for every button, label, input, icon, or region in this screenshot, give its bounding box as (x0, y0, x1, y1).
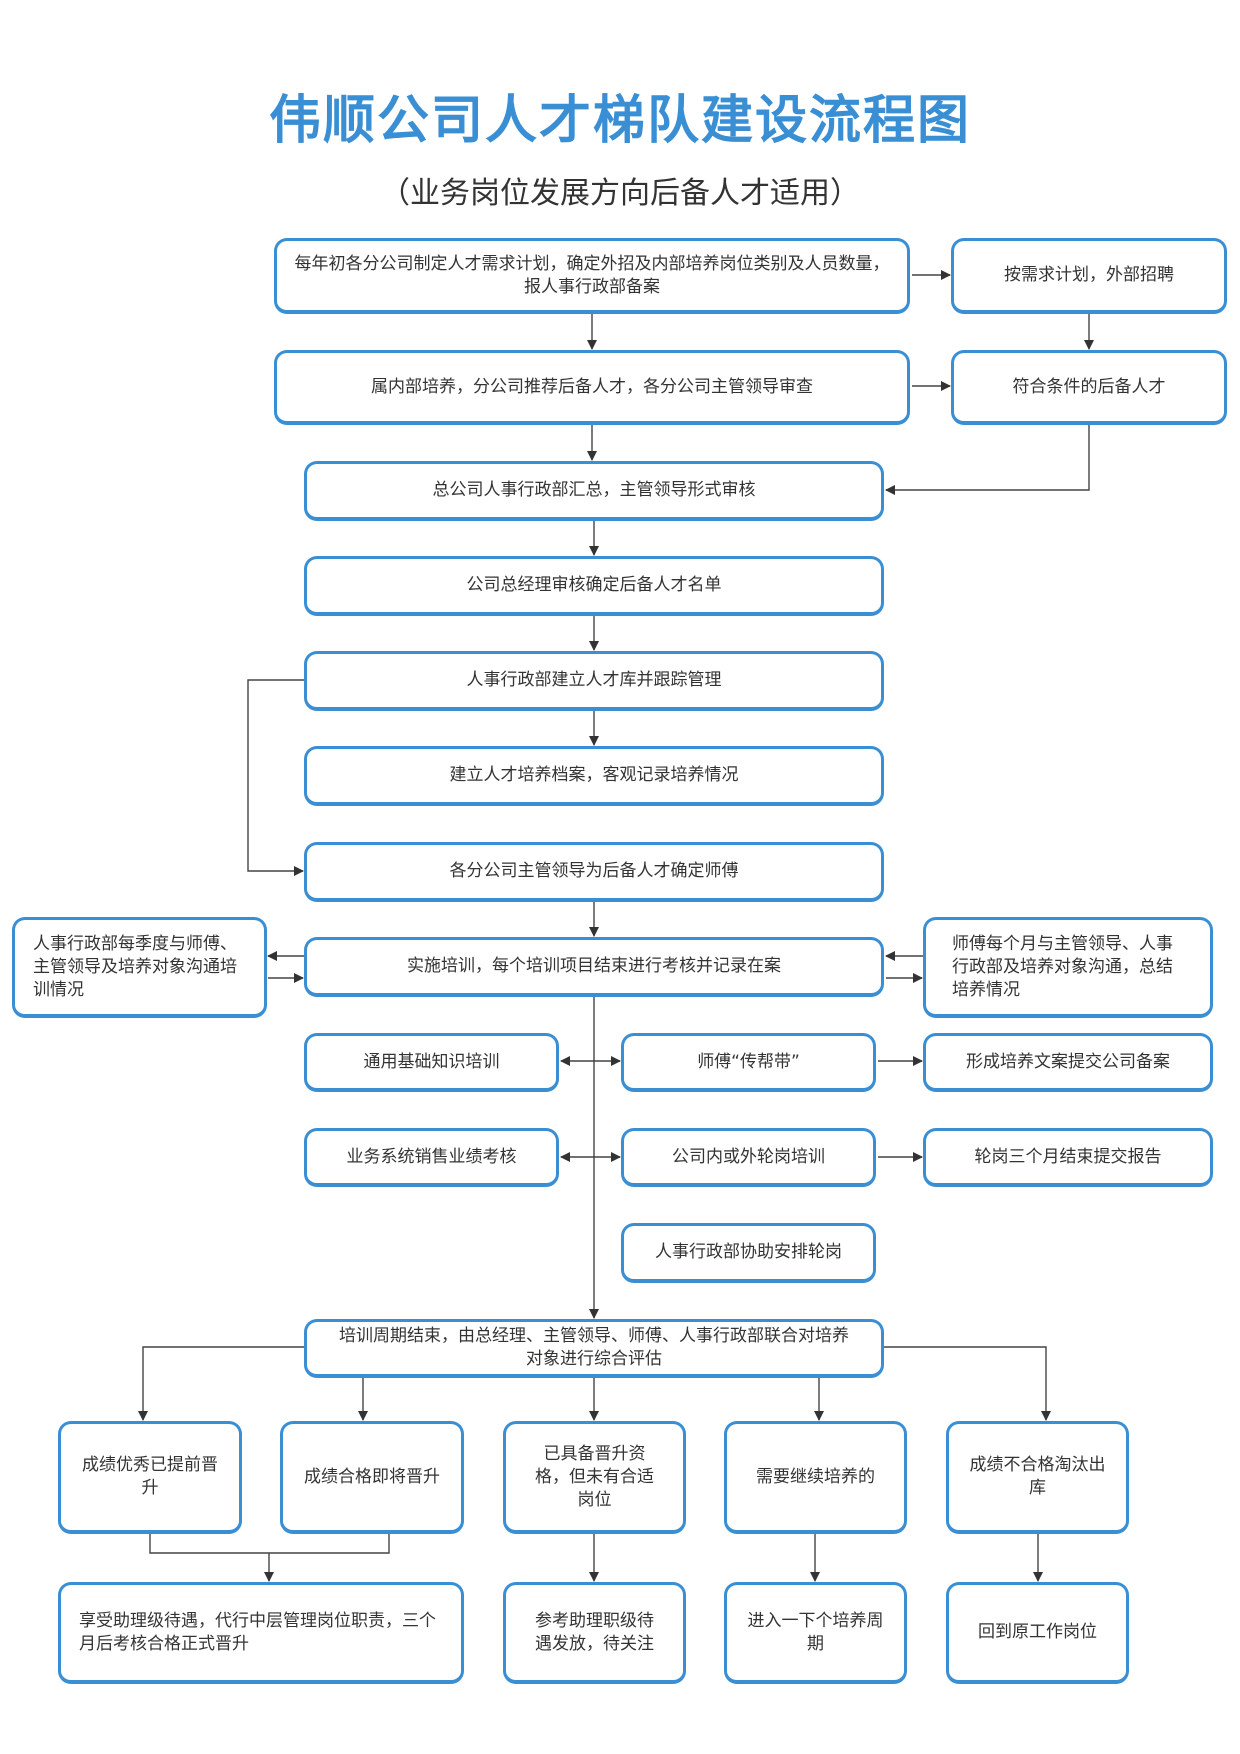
node-rotation-training: 公司内或外轮岗培训 (621, 1128, 876, 1187)
node-training-record: 形成培养文案提交公司备案 (923, 1033, 1213, 1092)
node-training-file: 建立人才培养档案，客观记录培养情况 (304, 746, 884, 806)
connector-lines (138, 270, 1094, 1582)
node-assistant-treatment: 享受助理级待遇，代行中层管理岗位职责，三个月后考核合格正式晋升 (58, 1582, 464, 1684)
node-gm-approval: 公司总经理审核确定后备人才名单 (304, 556, 884, 616)
node-implement-training: 实施培训，每个培训项目结束进行考核并记录在案 (304, 937, 884, 997)
node-external-recruit: 按需求计划，外部招聘 (951, 238, 1227, 314)
node-mentor-monthly: 师傅每个月与主管领导、人事行政部及培养对象沟通，总结培养情况 (923, 917, 1213, 1018)
node-hr-quarterly: 人事行政部每季度与师傅、主管领导及培养对象沟通培训情况 (12, 917, 267, 1018)
node-failed-out: 成绩不合格淘汰出库 (946, 1421, 1129, 1534)
node-hr-arrange-rotation: 人事行政部协助安排轮岗 (621, 1223, 876, 1283)
node-qualified-no-position: 已具备晋升资格，但未有合适岗位 (503, 1421, 686, 1534)
node-mentor-coaching: 师傅“传帮带” (621, 1033, 876, 1092)
page-title: 伟顺公司人才梯队建设流程图 (268, 91, 971, 151)
node-continue-training: 需要继续培养的 (724, 1421, 907, 1534)
node-excellent-promoted: 成绩优秀已提前晋升 (58, 1421, 242, 1534)
node-final-evaluation: 培训周期结束，由总经理、主管领导、师傅、人事行政部联合对培养对象进行综合评估 (304, 1319, 884, 1378)
page-subtitle: （业务岗位发展方向后备人才适用） (380, 176, 860, 211)
node-sales-assessment: 业务系统销售业绩考核 (304, 1128, 559, 1187)
node-next-cycle: 进入一下个培养周期 (724, 1582, 907, 1684)
node-rotation-report: 轮岗三个月结束提交报告 (923, 1128, 1213, 1187)
node-assign-mentor: 各分公司主管领导为后备人才确定师傅 (304, 842, 884, 902)
node-reference-treatment: 参考助理职级待遇发放，待关注 (503, 1582, 686, 1684)
node-return-post: 回到原工作岗位 (946, 1582, 1129, 1684)
node-internal-training: 属内部培养，分公司推荐后备人才，各分公司主管领导审查 (274, 350, 910, 425)
node-hq-summary: 总公司人事行政部汇总，主管领导形式审核 (304, 461, 884, 521)
node-general-knowledge: 通用基础知识培训 (304, 1033, 559, 1092)
node-qualified-promote: 成绩合格即将晋升 (280, 1421, 464, 1534)
node-talent-pool: 人事行政部建立人才库并跟踪管理 (304, 651, 884, 711)
node-qualified-reserve: 符合条件的后备人才 (951, 350, 1227, 425)
node-annual-plan: 每年初各分公司制定人才需求计划，确定外招及内部培养岗位类别及人员数量，报人事行政… (274, 238, 910, 314)
